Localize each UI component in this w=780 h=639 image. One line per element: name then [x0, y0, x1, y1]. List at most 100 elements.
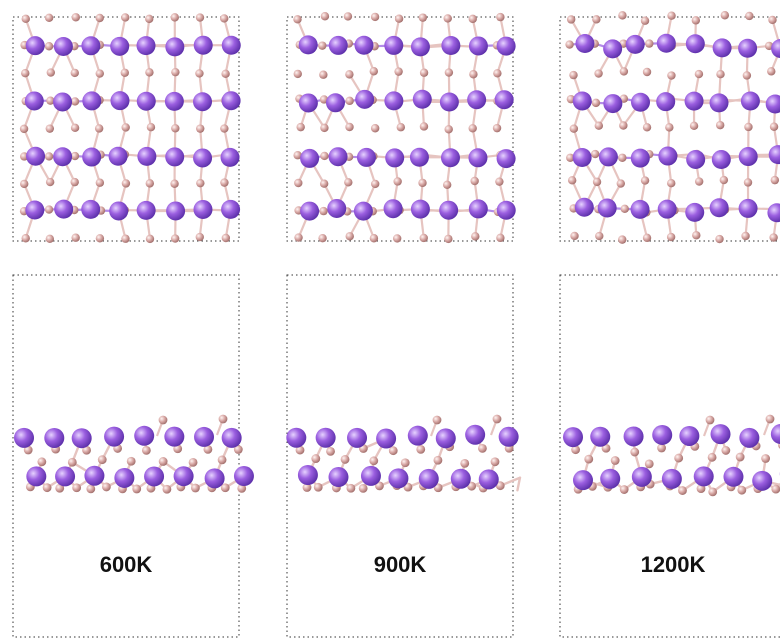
large-atom [685, 34, 705, 54]
small-atom [170, 179, 179, 188]
top-view-atoms [565, 11, 780, 244]
small-atom [358, 483, 368, 493]
large-atom [768, 145, 780, 165]
large-atom [44, 427, 65, 448]
small-atom [369, 234, 379, 243]
large-atom [767, 203, 780, 223]
small-atom [570, 231, 579, 241]
large-atom [347, 427, 368, 448]
small-atom [294, 178, 303, 188]
large-atom [221, 199, 241, 219]
small-atom [313, 482, 323, 492]
large-atom [221, 35, 241, 55]
small-atom [70, 151, 80, 161]
small-atom [468, 124, 477, 133]
small-atom [19, 124, 29, 134]
small-atom [678, 486, 687, 495]
large-atom [166, 201, 186, 221]
small-atom [735, 452, 745, 462]
large-atom [221, 427, 242, 448]
small-atom [95, 13, 104, 23]
large-atom [165, 37, 185, 57]
small-atom [45, 177, 55, 187]
small-atom [21, 14, 30, 24]
small-atom [393, 177, 402, 186]
small-atom [162, 484, 172, 494]
large-atom [572, 91, 592, 111]
small-atom [642, 233, 652, 243]
small-atom [44, 152, 54, 161]
small-atom [101, 482, 111, 492]
large-atom [114, 467, 135, 488]
large-atom [738, 198, 758, 218]
small-atom [70, 177, 79, 187]
large-atom [590, 426, 611, 447]
large-atom [468, 199, 488, 219]
small-atom [196, 124, 205, 133]
large-atom [739, 427, 760, 448]
small-atom [195, 13, 205, 22]
small-atom [370, 12, 380, 22]
small-atom [478, 443, 487, 453]
small-atom [694, 69, 704, 79]
small-atom [468, 14, 477, 24]
small-atom [220, 483, 230, 493]
small-atom [345, 232, 354, 241]
small-atom [44, 42, 54, 51]
large-atom [765, 94, 780, 114]
large-atom [193, 148, 213, 168]
large-atom [14, 427, 35, 448]
large-atom [193, 199, 213, 219]
large-atom [686, 149, 706, 169]
large-atom [407, 425, 428, 446]
large-atom [738, 38, 758, 58]
small-atom [400, 458, 410, 468]
small-atom [221, 233, 231, 243]
small-atom [217, 455, 227, 465]
temperature-label-600k: 600K [99, 552, 153, 577]
large-atom [770, 424, 780, 444]
small-atom [665, 123, 674, 132]
large-atom [625, 34, 645, 54]
small-atom [768, 15, 777, 25]
small-atom [569, 70, 578, 80]
large-atom [315, 427, 336, 448]
small-atom [493, 69, 502, 78]
large-atom [468, 36, 488, 56]
large-atom [53, 92, 73, 112]
small-atom [237, 483, 247, 493]
side-view-cell [286, 274, 514, 638]
small-atom [721, 446, 731, 455]
large-atom [418, 468, 439, 489]
large-atom [384, 35, 404, 55]
small-atom [433, 455, 443, 465]
small-atom [221, 69, 230, 79]
large-atom [25, 200, 45, 220]
small-atom [767, 67, 776, 76]
large-atom [356, 147, 376, 167]
large-atom [467, 90, 487, 110]
large-atom [412, 89, 432, 109]
large-atom [410, 37, 430, 57]
small-atom [220, 14, 229, 23]
large-atom [82, 147, 102, 167]
small-atom [218, 414, 228, 424]
large-atom [353, 201, 373, 221]
large-atom [657, 199, 677, 219]
large-atom [193, 92, 213, 112]
large-atom [435, 428, 456, 449]
small-atom [45, 234, 55, 244]
large-atom [630, 199, 650, 219]
small-atom [744, 122, 753, 132]
top-view-atoms [293, 12, 516, 244]
large-atom [661, 468, 682, 489]
small-atom [419, 68, 429, 77]
large-atom [478, 469, 499, 490]
panel-600k [12, 13, 254, 638]
small-atom [70, 68, 79, 78]
large-atom [165, 147, 185, 167]
large-atom [563, 427, 584, 448]
small-atom [369, 456, 379, 466]
small-atom [616, 179, 625, 188]
large-atom [494, 90, 514, 110]
